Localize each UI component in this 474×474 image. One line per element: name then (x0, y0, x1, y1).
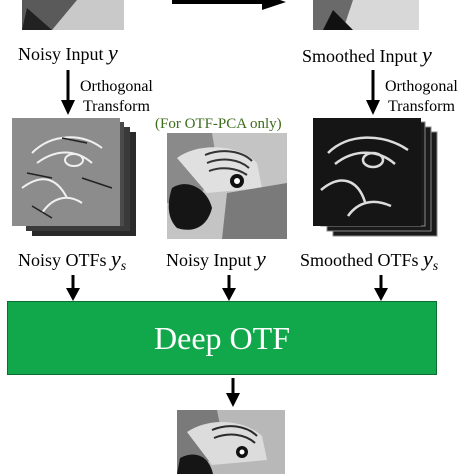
right-transform-label: Orthogonal Transform (385, 78, 458, 115)
noisy-input-image-top (22, 0, 124, 30)
smoothing-arrowhead (262, 0, 286, 10)
output-image (177, 410, 285, 474)
smoothed-otfs-label: Smoothed OTFs ys (300, 246, 439, 274)
smoothed-otfs-stack (313, 118, 439, 244)
noisy-otfs-label: Noisy OTFs ys (18, 246, 127, 274)
smoothed-input-image-top (313, 0, 419, 30)
left-transform-label: Orthogonal Transform (80, 78, 153, 115)
deep-otf-label: Deep OTF (154, 319, 290, 356)
noisy-input-label: Noisy Input y (166, 246, 266, 271)
deep-otf-model-box: Deep OTF (7, 301, 437, 375)
noisy-input-label-top: Noisy Input y (18, 40, 118, 65)
smoothed-input-label-top: Smoothed Input y (302, 42, 432, 67)
noisy-input-image (167, 133, 287, 239)
otf-pca-note: (For OTF-PCA only) (155, 116, 282, 132)
noisy-otfs-stack (12, 118, 138, 244)
